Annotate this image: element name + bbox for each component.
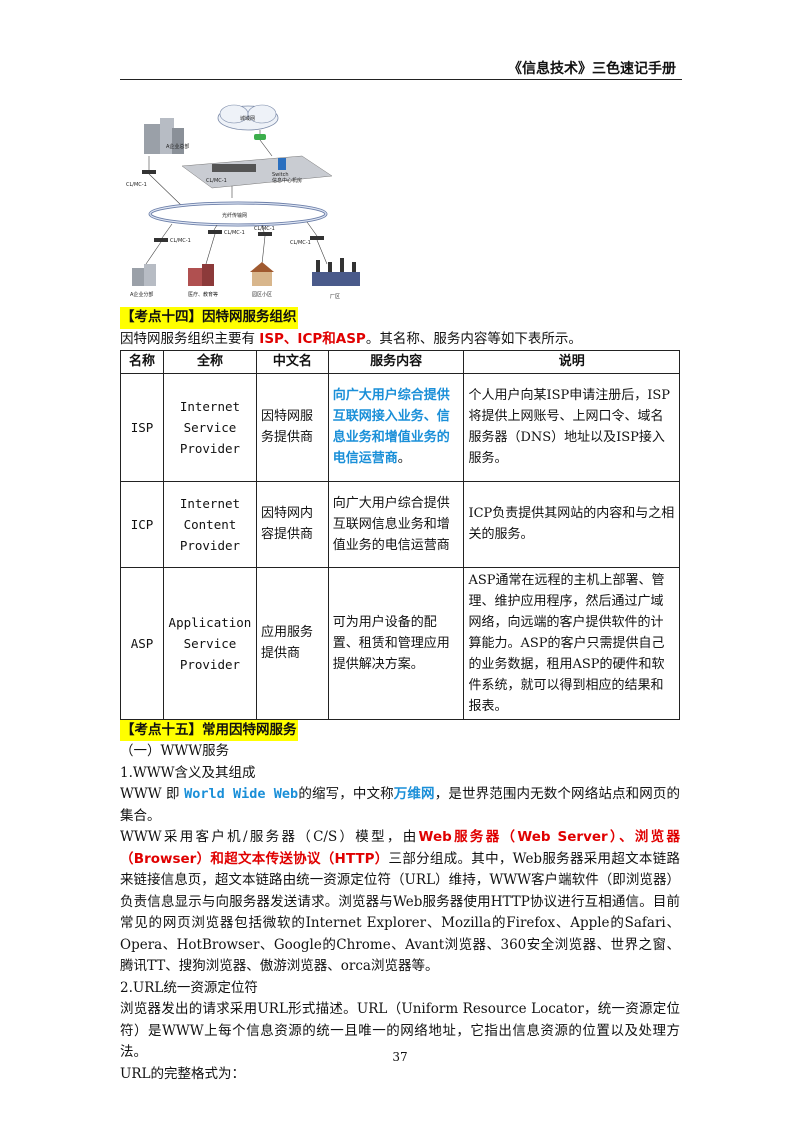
switch-label: Switch [272,172,289,178]
section15-heading: 【考点十五】常用因特网服务 [120,719,298,741]
clmc-4-label: CL/MC-1 [290,240,311,246]
table-row: ICP Internet Content Provider 因特网内容提供商 向… [120,480,680,568]
table-cell-note: ASP通常在远程的主机上部署、管理、维护应用程序，然后通过广域网络，向远端的客户… [463,566,680,720]
branch-label-1: A企业分部 [130,291,153,298]
header-title: 《信息技术》三色速记手册 [508,61,676,77]
table-cell-cn: 因特网内容提供商 [255,480,329,568]
table-cell-service: 可为用户设备的配置、租赁和管理应用提供解决方案。 [327,566,465,720]
table-header-cell: 名称 [120,350,164,374]
branch-label-2: 医疗、教育等 [188,291,218,298]
branch-label-3: 园区小区 [252,291,272,298]
table-row: ISP Internet Service Provider 因特网服务提供商 向… [120,372,680,482]
subheading-url: 2.URL统一资源定位符 [120,979,258,996]
converter-icon [258,232,272,236]
switch-icon [278,158,286,170]
factory-icon [312,258,360,286]
data-center-platform [181,155,333,189]
table-header-cell: 全称 [162,350,257,374]
city-network-label: 城域网 [240,115,255,122]
paragraph-www-definition: WWW 即 World Wide Web的缩写，中文称万维网，是世界范围内无数个… [120,786,681,824]
service-org-table: 名称 全称 中文名 服务内容 说明 ISP Internet Service P… [120,350,680,720]
page-number: 37 [392,1050,408,1064]
router-icon [254,134,266,140]
switch-rack-icon [212,164,256,172]
clmc-center-label: CL/MC-1 [206,178,227,184]
table-cell-service: 向广大用户综合提供互联网信息业务和增值业务的电信运营商 [327,480,465,568]
paragraph-url-format: URL的完整格式为： [120,1065,246,1082]
converter-icon [208,230,222,234]
section14-intro: 因特网服务组织主要有 ISP、ICP和ASP。其名称、服务内容等如下表所示。 [120,330,582,347]
branch-building-icon [132,264,156,286]
table-row: ASP Application Service Provider 应用服务提供商… [120,566,680,720]
residential-area-icon [250,262,274,286]
clmc-top-label: CL/MC-1 [126,182,147,188]
hq-building-icon [144,118,184,154]
table-cell-fullname: Internet Service Provider [162,372,257,482]
section14-heading: 【考点十四】因特网服务组织 [120,307,298,329]
subheading-www-meaning: 1.WWW含义及其组成 [120,764,256,781]
table-header-cell: 中文名 [255,350,329,374]
network-diagram: 城域网 A企业总部 CL/MC-1 CL/MC-1 Switch 信息中心机房 … [126,104,360,300]
branch-label-4: 厂区 [330,294,340,300]
clmc-3-label: CL/MC-1 [254,226,275,232]
table-cell-cn: 因特网服务提供商 [255,372,329,482]
hq-label: A企业总部 [166,143,189,150]
city-network-cloud: 城域网 [217,104,279,131]
table-cell-fullname: Application Service Provider [162,566,257,720]
table-cell-note: 个人用户向某ISP申请注册后，ISP将提供上网账号、上网口令、域名服务器（DNS… [463,372,680,482]
table-cell-service: 向广大用户综合提供互联网接入业务、信息业务和增值业务的电信运营商。 [327,372,465,482]
table-cell-name: ISP [120,372,164,482]
converter-icon [310,236,324,240]
main-content: 【考点十四】因特网服务组织 因特网服务组织主要有 ISP、ICP和ASP。其名称… [120,307,680,1085]
ring-label: 光纤传输网 [222,212,247,219]
table-cell-fullname: Internet Content Provider [162,480,257,568]
table-cell-name: ASP [120,566,164,720]
table-header-cell: 服务内容 [327,350,465,374]
converter-icon [142,170,156,174]
clmc-2-label: CL/MC-1 [224,230,245,236]
clmc-1-label: CL/MC-1 [170,238,191,244]
data-center-label: 信息中心机房 [272,177,302,184]
table-cell-cn: 应用服务提供商 [255,566,329,720]
paragraph-www-model: WWW采用客户机/服务器（C/S）模型，由Web服务器（Web Server）、… [120,829,680,974]
hospital-school-icon [188,264,214,286]
subheading-www: （一）WWW服务 [120,743,230,759]
table-cell-name: ICP [120,480,164,568]
table-cell-note: ICP负责提供其网站的内容和与之相关的服务。 [463,480,680,568]
paragraph-url: 浏览器发出的请求采用URL形式描述。URL（Uniform Resource L… [120,1001,680,1060]
page-header: 《信息技术》三色速记手册 [120,58,682,80]
table-header-row: 名称 全称 中文名 服务内容 说明 [120,350,680,374]
converter-icon [154,238,168,242]
table-header-cell: 说明 [463,350,680,374]
